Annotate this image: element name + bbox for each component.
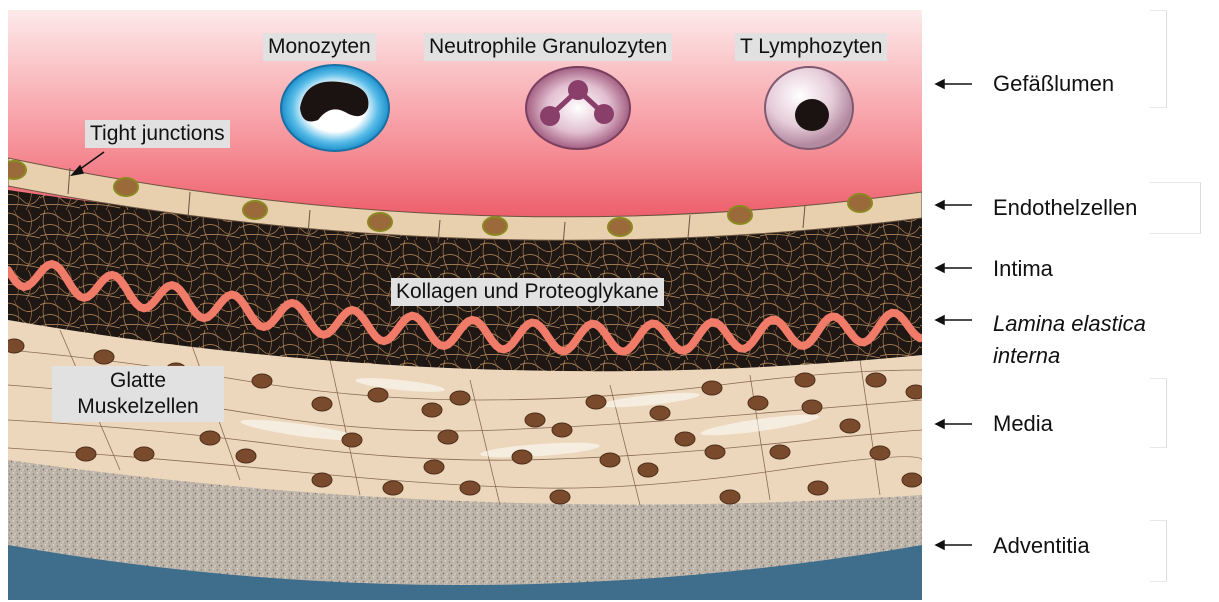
arrow-adventitia	[936, 541, 972, 549]
smooth-muscle-nucleus	[460, 481, 480, 495]
smooth-muscle-nucleus	[870, 446, 890, 460]
smooth-muscle-nucleus	[525, 413, 545, 427]
smooth-muscle-nucleus	[252, 374, 272, 388]
smooth-muscle-nucleus	[94, 350, 114, 364]
smooth-muscle-nucleus	[552, 423, 572, 437]
arrow-lumen	[936, 80, 972, 88]
bracket-media	[1150, 378, 1167, 448]
smooth-muscle-nucleus	[424, 460, 444, 474]
layer-name: Endothelzellen	[993, 194, 1137, 222]
endothelial-nucleus	[368, 213, 392, 231]
endothelial-nucleus	[243, 201, 267, 219]
layer-name: Gefäßlumen	[993, 70, 1114, 98]
endothelial-nucleus	[848, 194, 872, 212]
smooth-muscle-nucleus	[902, 473, 922, 487]
smooth-muscle-nucleus	[450, 391, 470, 405]
endothelial-nucleus	[114, 178, 138, 196]
label-t-lymphocytes: T Lymphozyten	[735, 33, 887, 61]
smooth-muscle-nucleus	[638, 463, 658, 477]
smooth-muscle-nucleus	[76, 447, 96, 461]
side-arrows	[936, 80, 972, 549]
smooth-muscle-nucleus	[720, 490, 740, 504]
smooth-muscle-nucleus	[236, 449, 256, 463]
smooth-muscle-nucleus	[368, 388, 388, 402]
smooth-muscle-nucleus	[650, 406, 670, 420]
smooth-muscle-nucleus	[600, 453, 620, 467]
label-smooth-muscle: Glatte Muskelzellen	[52, 366, 224, 422]
label-neutrophils: Neutrophile Granulozyten	[424, 33, 672, 61]
arrow-media	[936, 420, 972, 428]
smooth-muscle-nucleus	[586, 395, 606, 409]
smooth-muscle-nucleus	[383, 481, 403, 495]
t-lymphocyte-cell	[765, 67, 853, 149]
smooth-muscle-nucleus	[550, 490, 570, 504]
endothelial-nucleus	[728, 206, 752, 224]
endothelial-nucleus	[608, 218, 632, 236]
smooth-muscle-nucleus	[770, 445, 790, 459]
label-tight-junctions: Tight junctions	[85, 120, 230, 148]
bracket-adventitia	[1150, 520, 1167, 582]
layer-name: Media	[993, 410, 1053, 438]
endothelial-nucleus	[2, 161, 26, 179]
smooth-muscle-nucleus	[134, 447, 154, 461]
smooth-muscle-nucleus	[802, 400, 822, 414]
smooth-muscle-nucleus	[702, 381, 722, 395]
smooth-muscle-nucleus	[312, 473, 332, 487]
label-monocytes: Monozyten	[263, 33, 376, 61]
layer-name: Lamina elastica interna	[993, 308, 1193, 372]
bracket-endothelium	[1150, 182, 1201, 234]
smooth-muscle-nucleus	[866, 373, 886, 387]
smooth-muscle-nucleus	[840, 419, 860, 433]
arrow-intima	[936, 264, 972, 272]
layer-name: Adventitia	[993, 532, 1090, 560]
layer-name: Intima	[993, 255, 1053, 283]
smooth-muscle-nucleus	[200, 431, 220, 445]
smooth-muscle-nucleus	[675, 432, 695, 446]
bracket-lumen	[1150, 10, 1167, 108]
smooth-muscle-nucleus	[906, 385, 926, 399]
smooth-muscle-nucleus	[422, 403, 442, 417]
smooth-muscle-nucleus	[795, 373, 815, 387]
label-collagen: Kollagen und Proteoglykane	[391, 278, 664, 306]
smooth-muscle-nucleus	[438, 430, 458, 444]
smooth-muscle-nucleus	[342, 433, 362, 447]
smooth-muscle-nucleus	[705, 445, 725, 459]
endothelial-nucleus	[483, 217, 507, 235]
smooth-muscle-nucleus	[512, 450, 532, 464]
smooth-muscle-nucleus	[808, 481, 828, 495]
smooth-muscle-nucleus	[748, 396, 768, 410]
smooth-muscle-nucleus	[4, 339, 24, 353]
arrow-lamina	[936, 316, 972, 324]
smooth-muscle-nucleus	[312, 397, 332, 411]
arrow-endothelium	[936, 201, 972, 209]
monocyte-cell	[281, 65, 389, 151]
neutrophil-cell	[526, 67, 630, 149]
